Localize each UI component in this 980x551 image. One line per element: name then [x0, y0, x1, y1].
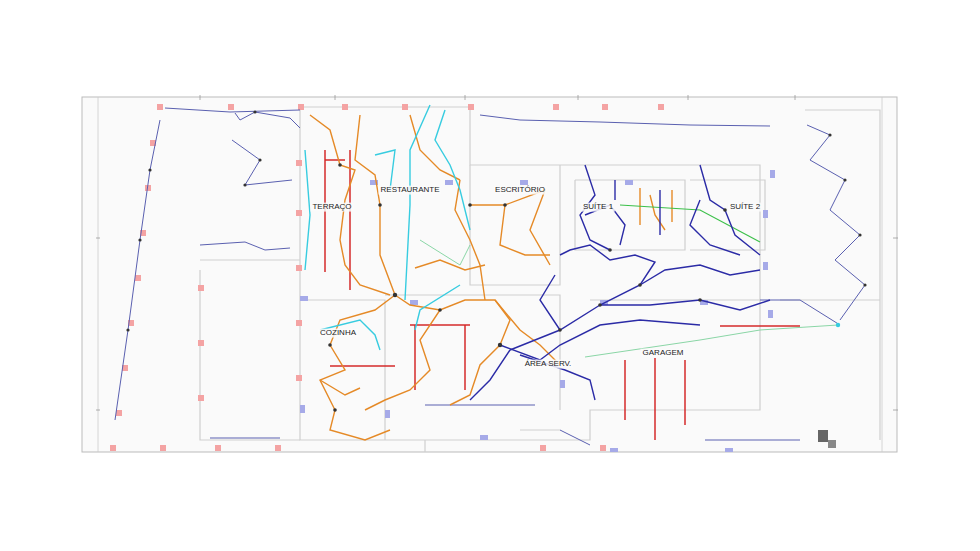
structural-columns — [110, 104, 664, 451]
room-label: ESCRITÓRIO — [493, 186, 547, 195]
green-circuit — [420, 205, 838, 357]
red-duct-lines — [325, 150, 800, 440]
blue-circuit — [470, 165, 770, 400]
wall-openings — [300, 170, 775, 452]
building-walls — [200, 107, 880, 452]
room-label: GARAGEM — [641, 349, 686, 358]
room-label: TERRAÇO — [310, 203, 353, 212]
perimeter-circuit — [115, 108, 865, 445]
orange-circuit — [310, 115, 672, 440]
cyan-circuit — [305, 105, 470, 350]
room-label: COZINHA — [318, 329, 358, 338]
room-label: SUÍTE 2 — [728, 203, 762, 212]
room-label: SUÍTE 1 — [581, 203, 615, 212]
sheet-frame — [82, 95, 898, 452]
room-label: ÁREA SERV. — [523, 360, 574, 369]
fixture-points — [126, 110, 866, 448]
room-label: RESTAURANTE — [379, 186, 442, 195]
